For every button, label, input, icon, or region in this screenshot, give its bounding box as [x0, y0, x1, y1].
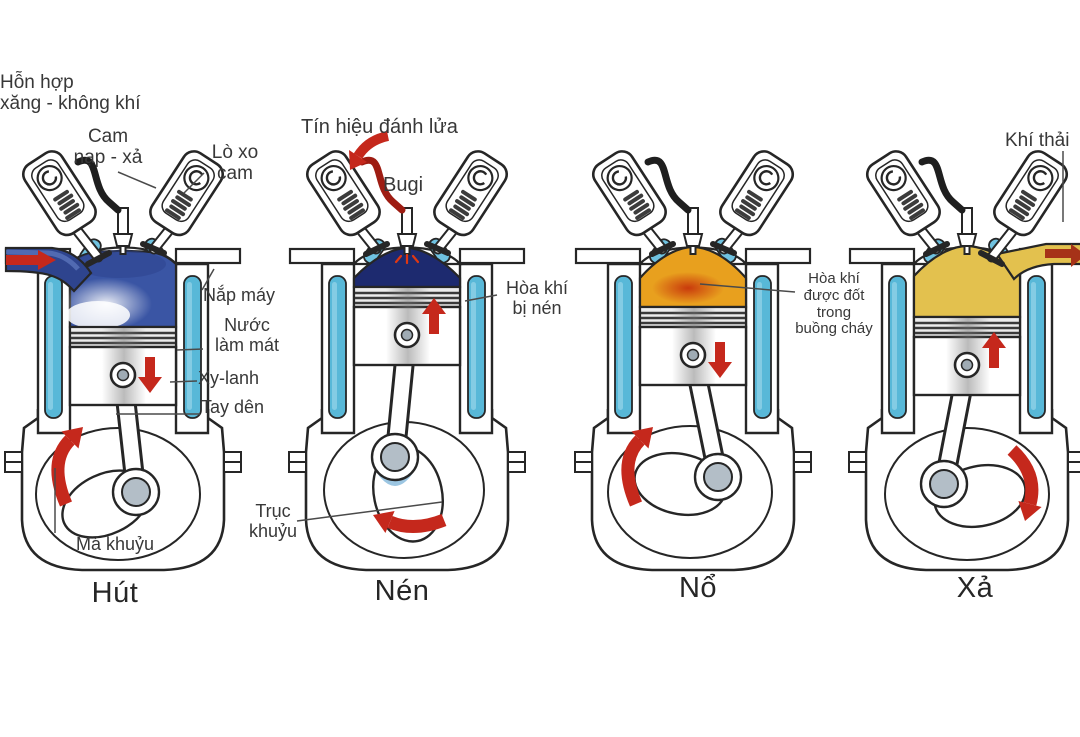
- stroke-name-hut: Hút: [91, 577, 139, 609]
- label-connecting-rod: Tay dên: [201, 397, 265, 417]
- label-cylinder: Xy-lanh: [198, 368, 260, 388]
- stroke-name-xa: Xả: [956, 572, 994, 604]
- label-cam-spring: Lò xo cam: [211, 142, 259, 185]
- label-burned-mixture: Hòa khí được đốt trong buồng cháy: [795, 270, 873, 338]
- label-ignition-signal: Tín hiệu đánh lửa: [301, 116, 458, 138]
- engine-cross-section: [848, 150, 1080, 572]
- label-coolant: Nước làm mát: [214, 315, 279, 356]
- engine-exhaust-stroke: [848, 150, 1080, 582]
- label-cam: Cam nạp - xả: [73, 126, 143, 169]
- label-crankshaft: Trục khuỷu: [248, 501, 298, 542]
- label-spark-plug: Bugi: [383, 174, 424, 196]
- label-exhaust-gas: Khí thải: [1005, 130, 1070, 151]
- engine-cross-section: [574, 150, 812, 572]
- stroke-name-nen: Nén: [374, 575, 430, 607]
- label-cylinder-head: Nắp máy: [203, 285, 276, 305]
- engine-compression-stroke: [288, 150, 526, 582]
- label-fuel-air-mixture: Hỗn hợp xăng - không khí: [0, 72, 141, 115]
- engine-power-stroke: [574, 150, 812, 582]
- engine-cross-section: [288, 150, 526, 572]
- engine-intake-stroke: [4, 150, 242, 582]
- label-compressed-mixture: Hòa khí bị nén: [505, 278, 569, 319]
- engine-cross-section: [4, 150, 242, 572]
- label-crank-web: Má khuỷu: [76, 534, 155, 554]
- stroke-name-no: Nổ: [678, 572, 718, 604]
